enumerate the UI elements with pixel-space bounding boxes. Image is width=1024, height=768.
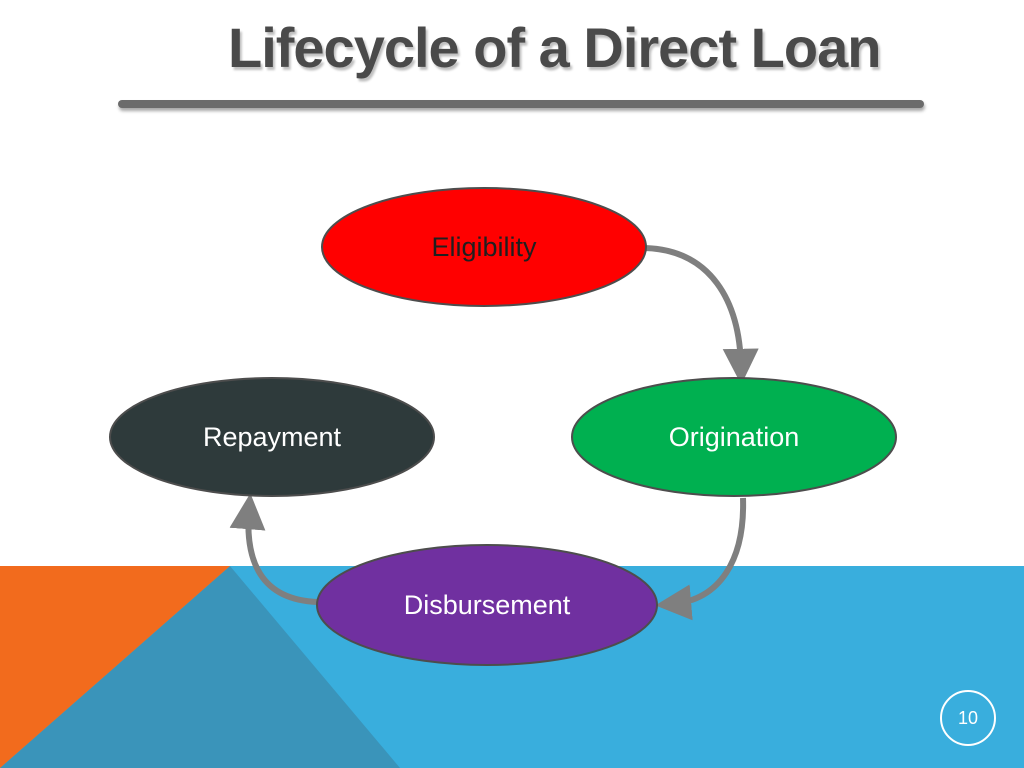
page-number-badge: 10: [940, 690, 996, 746]
node-origination: Origination: [571, 377, 897, 497]
orange-triangle: [0, 566, 230, 768]
arrow-eligibility-to-origination: [644, 245, 759, 385]
node-label-origination: Origination: [669, 422, 800, 452]
arrow-origination-to-disbursement: [655, 497, 747, 621]
node-eligibility: Eligibility: [321, 187, 647, 307]
page-title: Lifecycle of a Direct Loan: [228, 16, 881, 79]
node-label-repayment: Repayment: [203, 422, 342, 452]
arrow-disbursement-to-repayment: [229, 493, 319, 605]
node-label-eligibility: Eligibility: [431, 232, 537, 262]
title-underline: [118, 100, 924, 108]
node-disbursement: Disbursement: [316, 544, 658, 666]
teal-triangle: [0, 566, 400, 768]
node-repayment: Repayment: [109, 377, 435, 497]
node-label-disbursement: Disbursement: [404, 590, 571, 620]
